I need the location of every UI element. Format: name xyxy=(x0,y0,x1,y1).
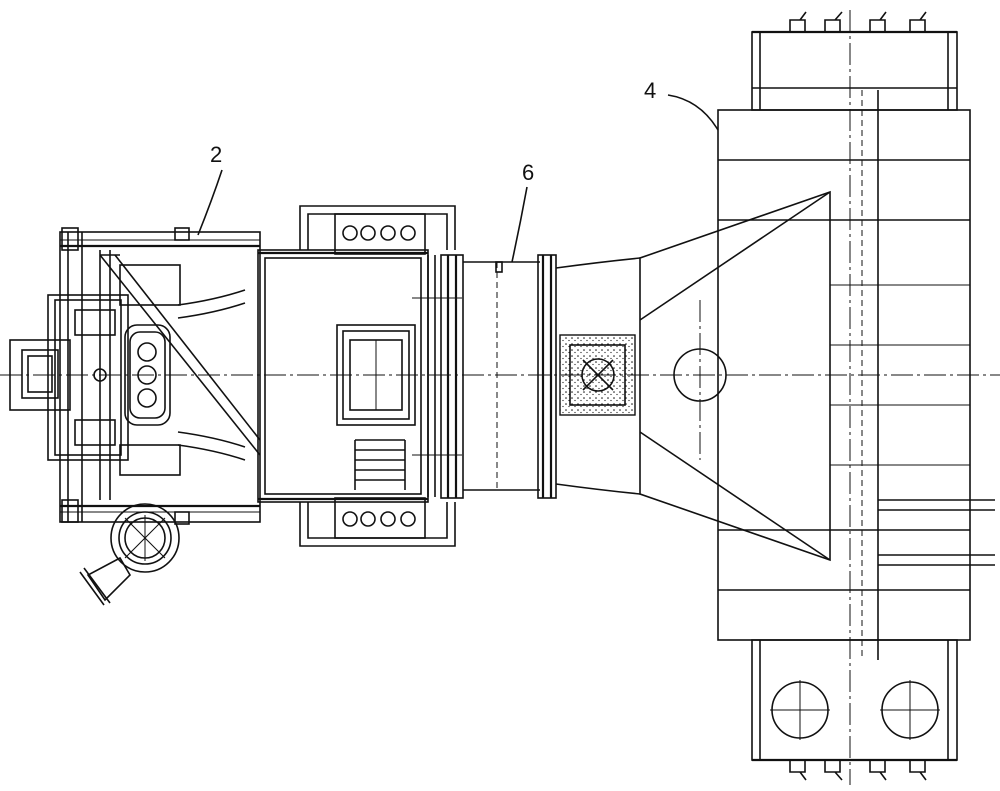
top-extension xyxy=(751,11,958,111)
callout-4: 4 xyxy=(644,78,719,131)
hood-throat xyxy=(555,257,641,495)
callout-6: 6 xyxy=(511,160,534,263)
label-4: 4 xyxy=(644,78,656,103)
label-6: 6 xyxy=(522,160,534,185)
center-lines xyxy=(0,10,1000,785)
label-2: 2 xyxy=(210,142,222,167)
bottom-extension xyxy=(751,639,958,781)
flange-ring-right xyxy=(537,254,557,499)
flange-ring-left xyxy=(440,254,464,499)
left-subframe xyxy=(9,227,261,525)
callout-2: 2 xyxy=(197,142,223,236)
transition-duct xyxy=(463,261,540,491)
hood xyxy=(639,190,831,562)
inlet-flange xyxy=(79,503,180,606)
main-housing xyxy=(257,205,462,547)
